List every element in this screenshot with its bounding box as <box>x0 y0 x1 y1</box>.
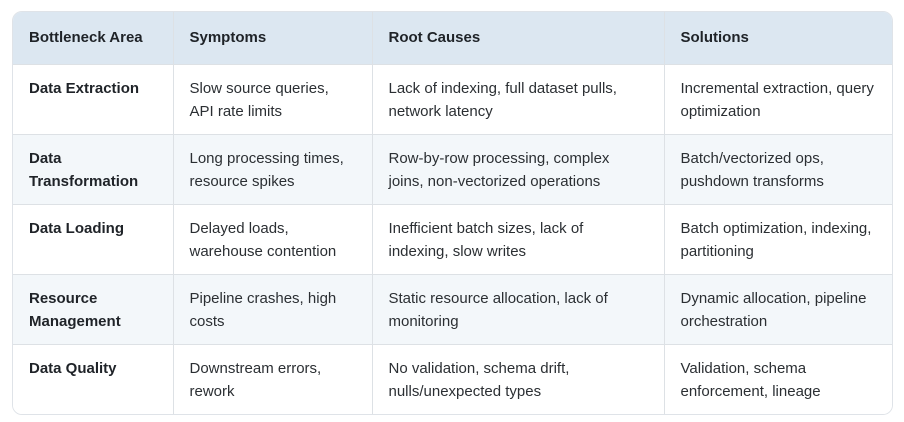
symptoms-cell: Downstream errors, rework <box>173 344 373 414</box>
table-row: Data Extraction Slow source queries, API… <box>13 64 892 135</box>
bottleneck-area-cell: Data Extraction <box>13 64 174 135</box>
table-row: Data Transformation Long processing time… <box>13 134 892 205</box>
header-symptoms: Symptoms <box>173 12 373 65</box>
root-causes-cell: Row-by-row processing, complex joins, no… <box>372 134 665 205</box>
bottleneck-area-cell: Data Loading <box>13 204 174 275</box>
header-root-causes: Root Causes <box>372 12 665 65</box>
bottleneck-table: Bottleneck Area Symptoms Root Causes Sol… <box>13 12 892 414</box>
root-causes-cell: Inefficient batch sizes, lack of indexin… <box>372 204 665 275</box>
symptoms-cell: Slow source queries, API rate limits <box>173 64 373 135</box>
solutions-cell: Dynamic allocation, pipeline orchestrati… <box>664 274 892 345</box>
symptoms-cell: Delayed loads, warehouse contention <box>173 204 373 275</box>
header-bottleneck-area: Bottleneck Area <box>13 12 174 65</box>
header-solutions: Solutions <box>664 12 892 65</box>
table-row: Data Loading Delayed loads, warehouse co… <box>13 204 892 275</box>
table-row: Data Quality Downstream errors, rework N… <box>13 344 892 414</box>
root-causes-cell: Static resource allocation, lack of moni… <box>372 274 665 345</box>
root-causes-cell: Lack of indexing, full dataset pulls, ne… <box>372 64 665 135</box>
bottleneck-area-cell: Data Transformation <box>13 134 174 205</box>
solutions-cell: Incremental extraction, query optimizati… <box>664 64 892 135</box>
solutions-cell: Batch/vectorized ops, pushdown transform… <box>664 134 892 205</box>
solutions-cell: Batch optimization, indexing, partitioni… <box>664 204 892 275</box>
bottleneck-table-container: Bottleneck Area Symptoms Root Causes Sol… <box>12 11 893 415</box>
table-row: Resource Management Pipeline crashes, hi… <box>13 274 892 345</box>
table-header-row: Bottleneck Area Symptoms Root Causes Sol… <box>13 12 892 65</box>
bottleneck-area-cell: Data Quality <box>13 344 174 414</box>
symptoms-cell: Long processing times, resource spikes <box>173 134 373 205</box>
symptoms-cell: Pipeline crashes, high costs <box>173 274 373 345</box>
solutions-cell: Validation, schema enforcement, lineage <box>664 344 892 414</box>
root-causes-cell: No validation, schema drift, nulls/unexp… <box>372 344 665 414</box>
bottleneck-area-cell: Resource Management <box>13 274 174 345</box>
